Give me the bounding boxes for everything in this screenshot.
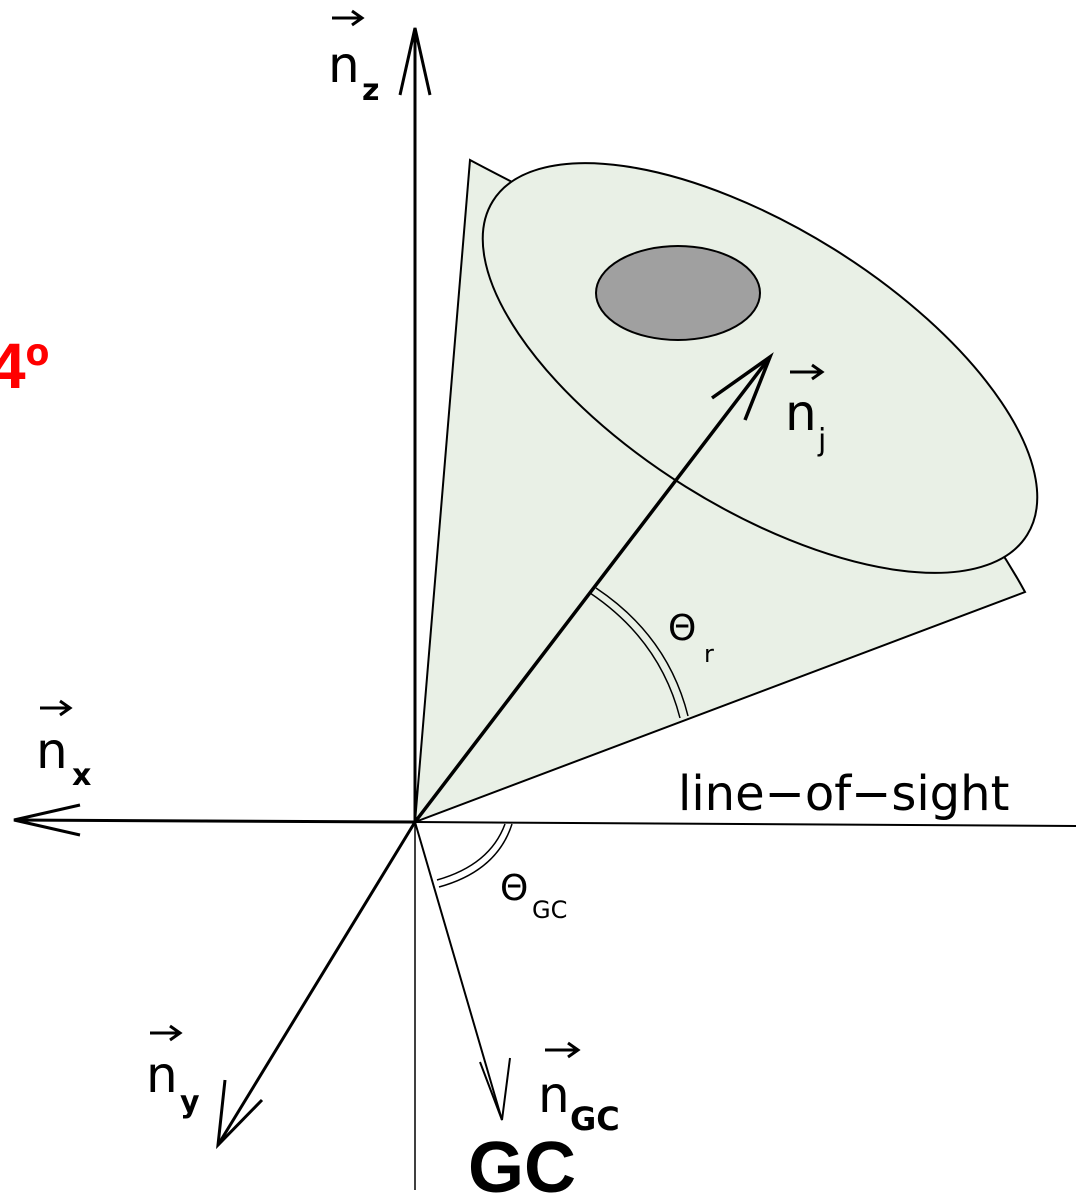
ny-base: n xyxy=(146,1046,178,1104)
theta-r-label: Θ r xyxy=(668,608,714,668)
nx-label: n x xyxy=(36,699,91,793)
nj-vector xyxy=(413,355,772,824)
ny-axis xyxy=(216,821,417,1146)
nx-axis xyxy=(13,818,416,824)
line-of-sight-line xyxy=(414,821,1076,827)
nx-sub: x xyxy=(72,758,91,793)
nx-arrowhead xyxy=(13,803,81,837)
theta-gc-arc xyxy=(436,823,506,881)
line-of-sight-label: line−of−sight xyxy=(678,766,1009,822)
vector-arrow-icon xyxy=(790,363,825,381)
nj-sub: j xyxy=(817,423,826,458)
nz-sub: z xyxy=(362,73,379,108)
gc-label: GC xyxy=(468,1128,576,1196)
vector-arrow-icon xyxy=(545,1041,581,1059)
theta-r-arc-inner xyxy=(595,587,689,717)
partial-red-label: 4º xyxy=(0,330,49,402)
ngc-arrowhead xyxy=(479,1057,511,1121)
theta-r-sub: r xyxy=(704,640,714,668)
ngc-vector xyxy=(414,821,503,1121)
theta-gc-label: Θ GC xyxy=(500,868,567,924)
ngc-base: n xyxy=(538,1066,570,1124)
theta-gc-sub: GC xyxy=(532,896,567,924)
vector-arrow-icon xyxy=(40,699,73,717)
nz-base: n xyxy=(328,36,360,94)
theta-r-arc xyxy=(589,592,681,719)
ny-sub: y xyxy=(180,1085,200,1120)
vector-arrow-icon xyxy=(150,1024,183,1042)
nj-arrowhead xyxy=(710,352,774,421)
nj-label: n j xyxy=(785,363,826,458)
ny-arrowhead xyxy=(216,1079,264,1150)
nz-label: n z xyxy=(328,9,379,108)
theta-gc-arc-inner xyxy=(438,823,513,888)
ngc-label: n GC xyxy=(538,1041,620,1138)
ny-label: n y xyxy=(146,1024,200,1120)
theta-gc-symbol: Θ xyxy=(500,868,528,909)
nj-base: n xyxy=(785,384,817,442)
nz-arrowhead xyxy=(398,27,432,96)
nx-base: n xyxy=(36,722,68,780)
jet-spot xyxy=(595,245,761,341)
ngc-sub: GC xyxy=(570,1100,620,1138)
vector-arrow-icon xyxy=(332,9,365,27)
theta-r-symbol: Θ xyxy=(668,608,696,649)
